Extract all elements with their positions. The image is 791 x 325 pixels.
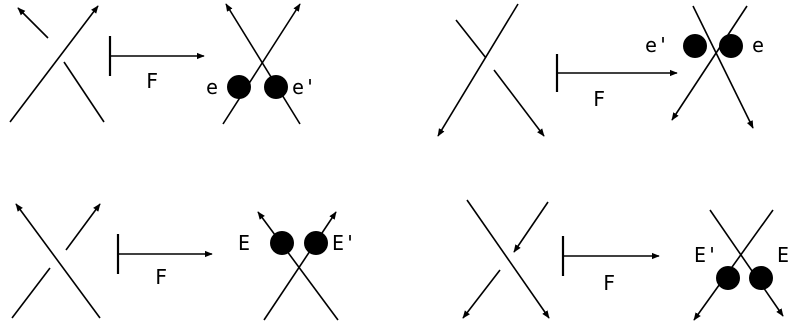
under-strand-upper [17,7,49,39]
strand-a [671,5,748,121]
under-strand-upper [65,203,101,251]
map-label: F [603,271,615,295]
bead-label-right: E [777,243,789,267]
panel-top-right: F e' e [437,3,764,137]
map-label: F [146,69,158,93]
bead-left [683,34,707,58]
bead-left [716,266,740,290]
strand-a [693,209,774,321]
strand-b [263,211,337,321]
strand-a [257,211,339,321]
strand-b [709,209,784,317]
bead-label-right: E' [332,231,356,255]
crossing-after: E E' [238,211,356,321]
bead-label-right: e' [292,75,316,99]
map-arrow: F [555,54,678,111]
over-strand [9,5,99,123]
under-strand-lower [11,267,51,319]
bead-right [304,231,328,255]
crossing-after: e e' [206,3,316,125]
under-strand-lower [63,61,105,123]
map-arrow: F [561,236,660,295]
crossing-after: E' E [693,209,789,321]
over-strand [437,3,519,137]
crossing-before [462,199,550,319]
bead-right [719,34,743,58]
under-strand-lower [493,69,545,137]
over-strand [466,199,550,319]
bead-label-right: e [752,33,764,57]
map-arrow: F [108,36,205,93]
bead-label-left: e [206,75,218,99]
panel-bottom-left: F E E' [11,203,356,321]
map-label: F [155,265,167,289]
bead-label-left: E' [694,243,718,267]
strand-b [225,3,301,125]
under-strand-lower [462,269,501,319]
over-strand [15,203,101,319]
bead-label-left: E [238,231,250,255]
under-strand-upper [513,201,549,253]
strand-b [692,5,754,129]
panel-top-left: F e e' [9,3,316,125]
bead-left [270,231,294,255]
bead-label-left: e' [645,33,669,57]
panel-bottom-right: F E' E [462,199,789,321]
bead-right [264,75,288,99]
under-strand-upper [455,19,487,59]
strand-a [222,3,301,125]
map-arrow: F [116,234,213,289]
crossing-before [11,203,101,319]
map-label: F [593,87,605,111]
crossing-before [437,3,545,137]
crossing-before [9,5,105,123]
bead-left [227,75,251,99]
bead-right [749,266,773,290]
crossing-after: e' e [645,5,764,129]
